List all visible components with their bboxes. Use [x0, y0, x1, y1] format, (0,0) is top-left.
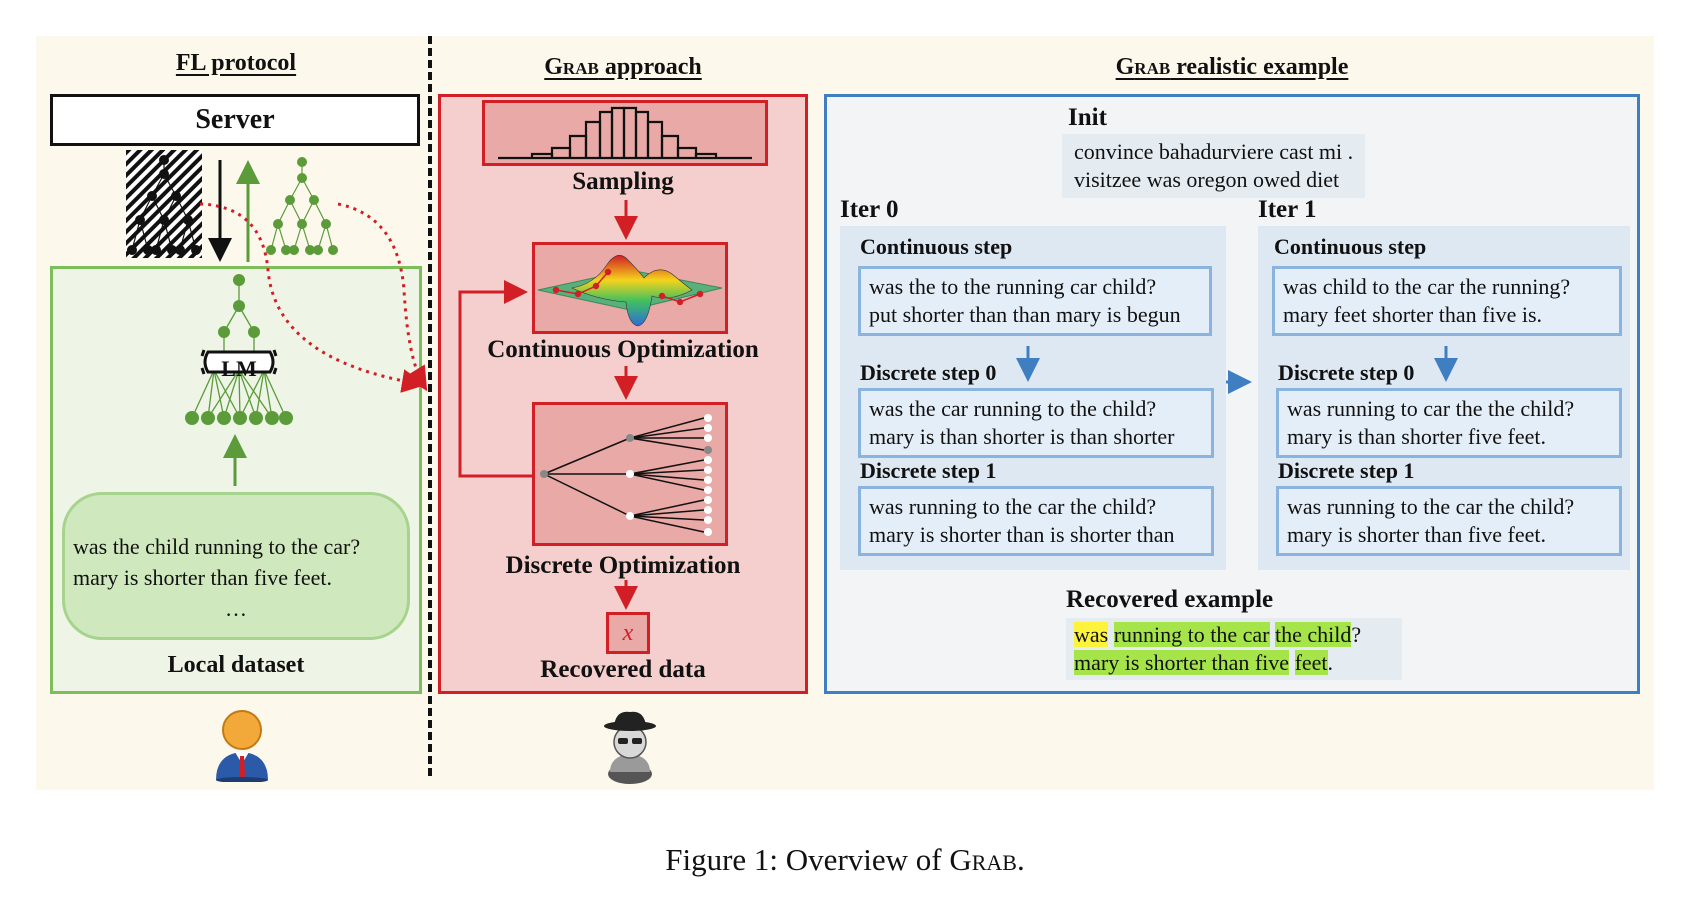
iter-0-discrete1-label: Discrete step 1	[860, 458, 997, 483]
init-line-1: convince bahadurviere cast mi .	[1074, 139, 1354, 164]
iter-0-discrete0-box: was the car running to the child? mary i…	[858, 388, 1214, 458]
iter-0-continuous-line-1: was the to the running car child?	[869, 274, 1157, 299]
recovered-line-2-segment-0: mary is shorter than five	[1074, 650, 1290, 675]
init-label: Init	[1068, 104, 1107, 131]
loss-landscape-icon	[537, 255, 723, 327]
recovered-output-box: x	[606, 612, 650, 654]
iter-0-label: Iter 0	[840, 196, 899, 223]
iter-0-discrete0-label: Discrete step 0	[860, 360, 997, 385]
recovered-example-label: Recovered example	[1066, 586, 1274, 613]
server-model-network-icon	[126, 150, 202, 258]
iter-1-discrete0-label: Discrete step 0	[1278, 360, 1415, 385]
iter-0-continuous-box: was the to the running car child? put sh…	[858, 266, 1212, 336]
protocol-divider	[428, 36, 432, 776]
gradient-network-icon	[266, 157, 338, 255]
iter-0-continuous-label: Continuous step	[860, 234, 1013, 259]
sampling-histogram-icon	[498, 106, 752, 160]
local-dataset-bubble: was the child running to the car? mary i…	[62, 492, 410, 640]
init-text: convince bahadurviere cast mi . visitzee…	[1062, 134, 1366, 198]
iter-1-continuous-label: Continuous step	[1274, 234, 1427, 259]
iter-1-discrete0-line-1: was running to car the the child?	[1287, 396, 1575, 421]
iter-1-continuous-box: was child to the car the running? mary f…	[1272, 266, 1622, 336]
recovered-example-text: was running to the car the child? mary i…	[1066, 618, 1402, 680]
spy-icon	[604, 711, 656, 784]
iter-1-discrete1-box: was running to the car the child? mary i…	[1276, 486, 1622, 556]
dataset-line-2: mary is shorter than five feet.	[73, 565, 333, 590]
recovered-line-1: was running to the car the child?	[1074, 621, 1394, 649]
iter-1-continuous-line-1: was child to the car the running?	[1283, 274, 1571, 299]
iter-0-discrete0-line-1: was the car running to the child?	[869, 396, 1157, 421]
iter-1-discrete1-line-2: mary is shorter than five feet.	[1287, 522, 1547, 547]
leak-arrow-model	[199, 202, 426, 393]
leak-arrow-gradient	[337, 202, 428, 392]
iter-1-discrete1-line-1: was running to the car the child?	[1287, 494, 1575, 519]
recovered-line-2-segment-2: feet	[1294, 650, 1328, 675]
server-box: Server	[50, 94, 420, 146]
search-tree-icon	[540, 414, 712, 536]
user-icon	[216, 710, 268, 782]
iter-0-discrete1-line-2: mary is shorter than is shorter than	[869, 522, 1175, 547]
lm-label: LM	[221, 356, 257, 381]
iter-0-discrete0-line-2: mary is than shorter is than shorter	[869, 424, 1175, 449]
init-line-2: visitzee was oregon owed diet	[1074, 167, 1340, 192]
iter-0-discrete1-box: was running to the car the child? mary i…	[858, 486, 1214, 556]
discrete-optimization-label: Discrete Optimization	[505, 552, 741, 579]
grab-approach-title: Grab approach	[544, 54, 702, 80]
fl-protocol-title: FL protocol	[175, 50, 297, 76]
iter-1-discrete1-label: Discrete step 1	[1278, 458, 1415, 483]
local-dataset-label: Local dataset	[167, 652, 305, 678]
loop-back-arrow	[458, 280, 532, 478]
iter-1-label: Iter 1	[1258, 196, 1317, 223]
recovered-line-1-segment-0: was	[1074, 622, 1109, 647]
recovered-line-1-segment-2: running to the car	[1113, 622, 1270, 647]
iter-1-discrete0-line-2: mary is than shorter five feet.	[1287, 424, 1547, 449]
recovered-line-2-segment-3: .	[1327, 650, 1334, 675]
figure-caption: Figure 1: Overview of Grab.	[665, 842, 1025, 877]
continuous-optimization-label: Continuous Optimization	[487, 336, 759, 363]
recovered-line-2: mary is shorter than five feet.	[1074, 649, 1394, 677]
recovered-line-1-segment-5: ?	[1351, 622, 1362, 647]
iter-1-continuous-line-2: mary feet shorter than five is.	[1283, 302, 1543, 327]
recovered-line-1-segment-4: the child	[1275, 622, 1352, 647]
sampling-label: Sampling	[572, 168, 674, 195]
iter-0-continuous-line-2: put shorter than than mary is begun	[869, 302, 1181, 327]
iter-1-discrete0-box: was running to car the the child? mary i…	[1276, 388, 1622, 458]
dataset-ellipsis: …	[225, 596, 247, 621]
dataset-line-1: was the child running to the car?	[73, 534, 361, 559]
iter-0-discrete1-line-1: was running to the car the child?	[869, 494, 1157, 519]
language-model-network-icon	[185, 274, 293, 425]
recovered-data-label: Recovered data	[540, 656, 706, 683]
grab-example-title: Grab realistic example	[1115, 54, 1349, 80]
